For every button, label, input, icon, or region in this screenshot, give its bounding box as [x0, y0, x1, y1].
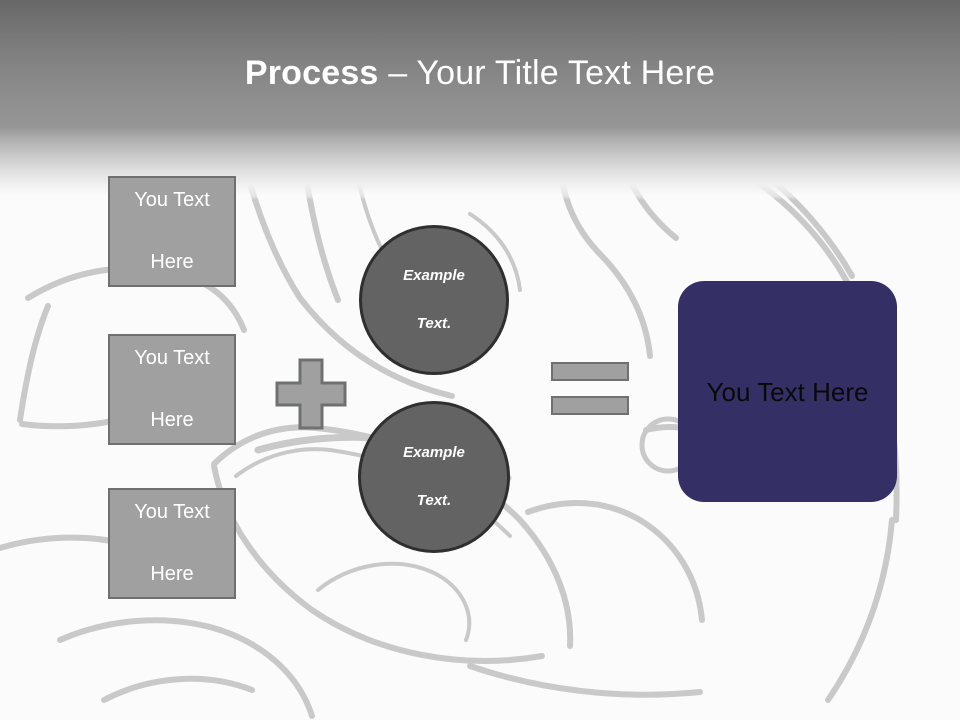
process-circle-2-line2: Text. — [416, 492, 452, 509]
input-box-3-line2: Here — [150, 563, 194, 585]
input-box-1-line2: Here — [150, 251, 194, 273]
result-box-label: You Text Here — [706, 376, 869, 407]
page-title: Process – Your Title Text Here — [0, 52, 960, 94]
input-box-3-line1: You Text — [134, 501, 210, 523]
equals-bar-top — [551, 362, 629, 381]
input-box-1-line1: You Text — [134, 189, 210, 211]
process-circle-1-line2: Text. — [416, 315, 452, 332]
input-box-2-line2: Here — [150, 409, 194, 431]
equals-icon — [551, 362, 629, 415]
page-title-rest: – Your Title Text Here — [378, 54, 716, 92]
result-box[interactable]: You Text Here — [678, 281, 897, 502]
page-title-bold: Process — [244, 54, 379, 92]
equals-bar-bottom — [551, 396, 629, 415]
input-box-2-line1: You Text — [134, 347, 210, 369]
plus-icon — [275, 358, 347, 430]
process-circle-2-line1: Example — [403, 444, 465, 461]
process-circle-1-line1: Example — [403, 267, 465, 284]
